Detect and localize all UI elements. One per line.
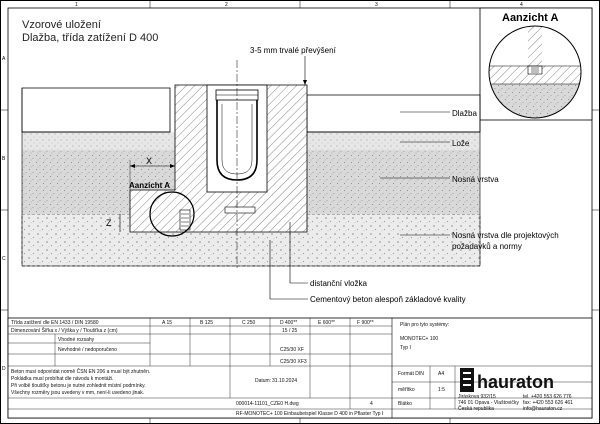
grid-col-1: 1 <box>75 2 78 8</box>
page-subtitle: Dlažba, třída zatížení D 400 <box>22 32 158 44</box>
detail-view-a: Aanzicht A <box>479 7 593 121</box>
tb-product-name: MONOTEC+ 100 <box>400 336 438 342</box>
tb-scale-value: 1:5 <box>438 387 445 393</box>
tb-note-1: Beton musí odpovídat normě ČSN EN 206 a … <box>11 368 150 375</box>
label-pozadavku: požadavků a normy <box>452 242 522 251</box>
tb-format-label: Formát DIN <box>398 371 424 377</box>
hauraton-logo: hauraton <box>460 368 554 392</box>
tb-drawing-no: 000014-11101_CZE0 H.dwg <box>236 401 299 407</box>
tb-class-c250: C 250 <box>242 320 256 326</box>
x-dimension-label: X <box>146 156 152 166</box>
tb-row1-label: Třída zatížení dle EN 1433 / DIN 19580 <box>11 320 99 326</box>
tb-company-line-2: 746 01 Opava - Vlaštovičky <box>458 400 519 406</box>
grid-row-a: A <box>2 56 6 62</box>
tb-date-label: Datum: <box>255 378 271 384</box>
label-dlazba: Dlažba <box>452 109 477 118</box>
detail-title: Aanzicht A <box>502 12 558 24</box>
title-block <box>7 317 593 419</box>
tb-dim-value: 15 / 25 <box>282 328 298 334</box>
tb-class-e600: E 600** <box>318 320 335 326</box>
tb-scale-label: měřítko <box>398 387 415 393</box>
label-distancni-vlozka: distanční vložka <box>310 279 367 288</box>
tb-concrete-2: C25/30 XF3 <box>280 359 307 365</box>
tb-class-b125: B 125 <box>200 320 213 326</box>
page-title: Vzorové uložení <box>22 19 101 31</box>
view-a-marker: Aanzicht A <box>129 181 170 190</box>
grid-row-c: C <box>2 256 6 262</box>
tb-product-type: Typ I <box>400 345 411 351</box>
z-dimension-label: Z <box>106 218 112 228</box>
tb-note-4: Všechny rozměry jsou uvedeny v mm, není-… <box>11 390 144 396</box>
tb-bottom-title: RF-MONOTEC+ 100 Einbaubeispiel Klasse D … <box>236 411 383 417</box>
tb-page-label: Blátko <box>398 401 412 407</box>
label-nosna-vrstva-dle: Nosná vrstva dle projektových <box>452 231 559 240</box>
label-cementovy-beton: Cementový beton alespoň základové kvalit… <box>310 295 466 304</box>
grid-col-3: 3 <box>375 2 378 8</box>
tb-class-f900: F 900** <box>357 320 374 326</box>
overhang-label: 3-5 mm trvalé převýšení <box>250 46 337 55</box>
tb-remark-1: Vhodné rozsahy <box>58 337 95 343</box>
tb-plan-label: Plán pro tyto systémy: <box>400 322 449 328</box>
tb-date-value: 31.10.2024 <box>272 378 297 384</box>
tb-tel: tel. +420 553 626 776 <box>523 394 572 400</box>
label-nosna-vrstva: Nosná vrstva <box>452 175 499 184</box>
tb-class-d400: D 400** <box>280 320 297 326</box>
grid-col-2: 2 <box>225 2 228 8</box>
grid-row-b: B <box>2 156 6 162</box>
tb-row2-label: Dimenzování Šířka x / Výška y / Tloušťka… <box>11 327 118 334</box>
tb-email: info@hauraton.cz <box>523 406 563 412</box>
tb-remark-2: Nevhodné / nedoporučeno <box>58 347 117 353</box>
label-loze: Lože <box>452 139 470 148</box>
cross-section: X Z Aanzicht A 3-5 mm trvalé převýšení <box>21 46 481 270</box>
tb-class-a15: A 15 <box>162 320 172 326</box>
tb-fax: fax: +420 553 626 461 <box>523 400 573 406</box>
tb-company-line-1: Jiráskova 932/15 <box>458 394 496 400</box>
tb-company-line-3: Česká republika <box>458 405 494 412</box>
tb-note-3: Při volbě tloušťky betonu je nutné zohle… <box>11 383 146 389</box>
logo-text: hauraton <box>477 372 554 392</box>
grid-row-d: D <box>2 366 6 372</box>
layer-callouts <box>269 111 450 300</box>
grid-col-4: 4 <box>520 2 523 8</box>
tb-format-value: A4 <box>438 371 444 377</box>
tb-note-2: Pokládka musí probíhat dle návodu k mont… <box>11 376 114 382</box>
tb-sheet-no: 4 <box>370 401 373 407</box>
tb-concrete-1: C25/30 XF <box>280 347 304 353</box>
